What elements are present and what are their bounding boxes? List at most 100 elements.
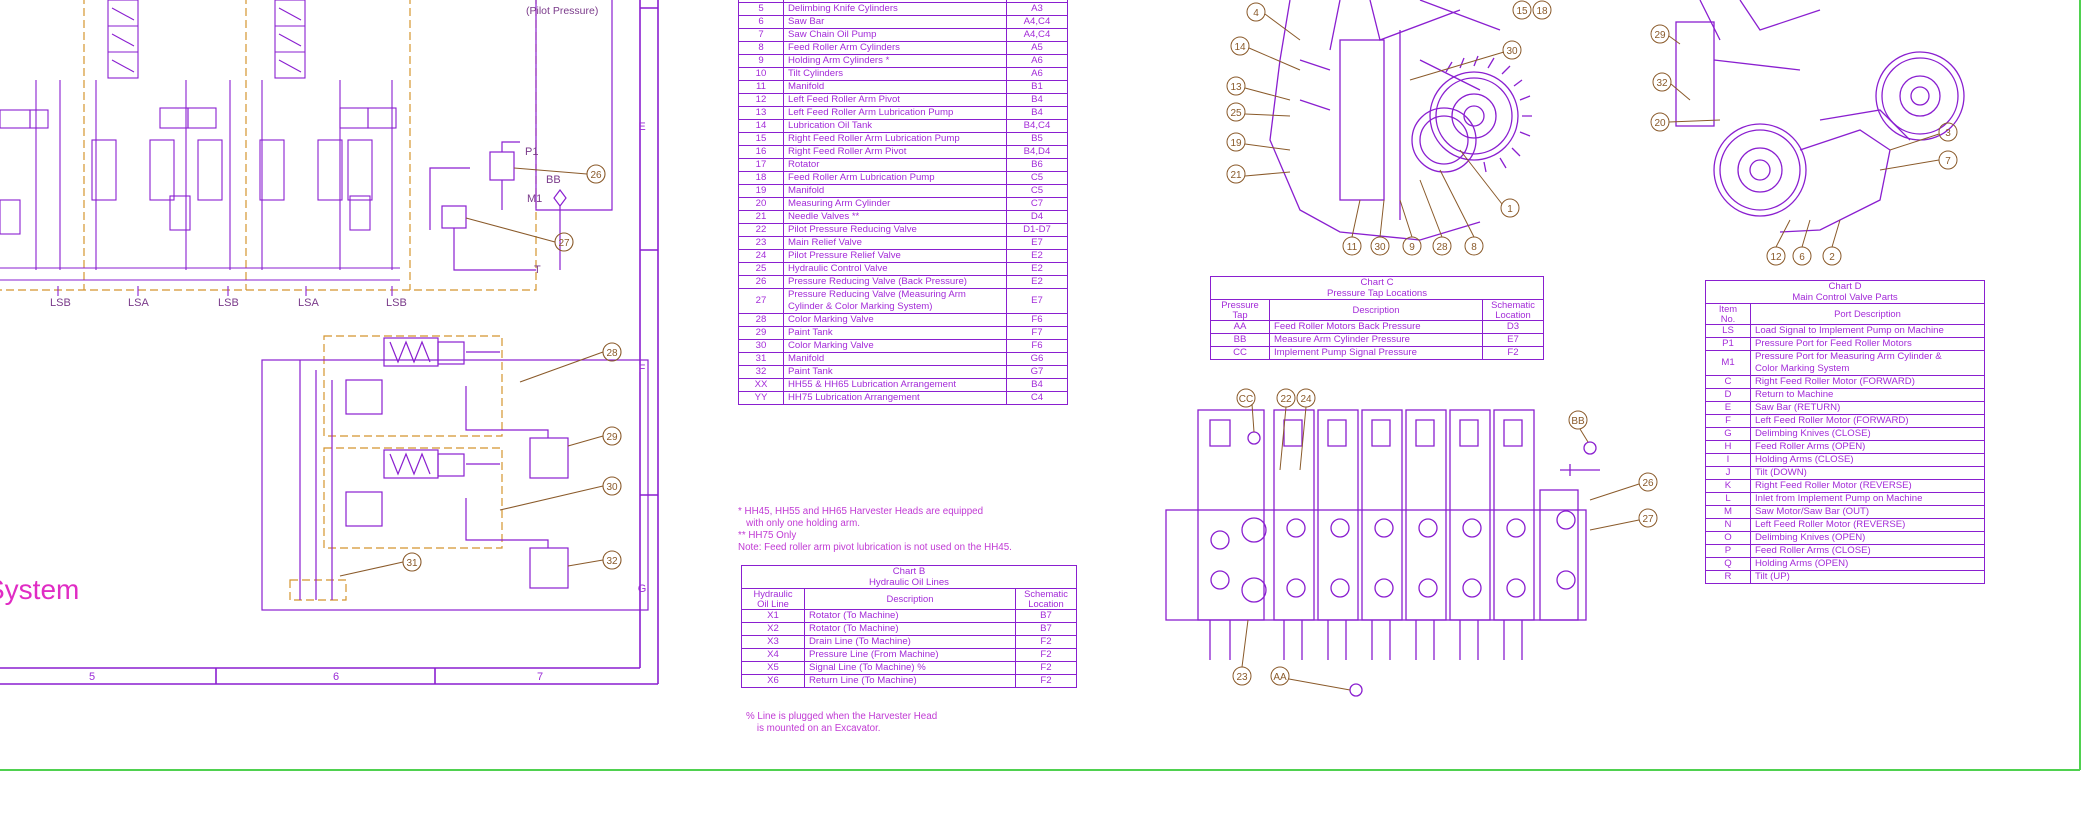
- grid-col-label: 6: [333, 671, 339, 683]
- chart-a-cell-desc: Paint Tank: [783, 326, 1007, 340]
- callout-number: 8: [1471, 242, 1477, 253]
- chart-a-cell-loc: E2: [1006, 249, 1068, 263]
- chart-a-cell-no: 23: [738, 236, 784, 250]
- chart-b-cell-loc: B7: [1015, 622, 1077, 636]
- chart-a-cell-loc: E2: [1006, 262, 1068, 276]
- chart-a-cell-no: 27: [738, 288, 784, 314]
- callout-number: 30: [1506, 46, 1518, 57]
- chart-a-cell-loc: B1: [1006, 80, 1068, 94]
- callout-label: 22: [1280, 394, 1292, 405]
- callout-number: 3: [1945, 128, 1951, 139]
- chart-a-cell-desc: Needle Valves **: [783, 210, 1007, 224]
- valve-spools: [0, 0, 400, 296]
- chart-d-cell-desc: Holding Arms (OPEN): [1750, 557, 1985, 571]
- callout-number: 30: [606, 482, 618, 493]
- chart-b-cell-no: X2: [741, 622, 805, 636]
- chart-a-cell-loc: B4: [1006, 106, 1068, 120]
- callout-number: 12: [1770, 252, 1782, 263]
- chart-c-cell-no: AA: [1210, 320, 1270, 334]
- chart-c-cell-desc: Feed Roller Motors Back Pressure: [1269, 320, 1483, 334]
- chart-a-cell-no: 25: [738, 262, 784, 276]
- chart-a-cell-no: 24: [738, 249, 784, 263]
- chart-b-header: Description: [804, 588, 1016, 610]
- chart-c-cell-no: CC: [1210, 346, 1270, 360]
- chart-d-cell-desc: Feed Roller Arms (OPEN): [1750, 440, 1985, 454]
- chart-d-cell-no: I: [1705, 453, 1751, 467]
- callout-number: 7: [1945, 156, 1951, 167]
- chart-a-cell-no: 21: [738, 210, 784, 224]
- valve-section-labels: LSB LSA LSB LSA LSB: [50, 297, 407, 309]
- chart-b-cell-no: X6: [741, 674, 805, 688]
- callout-number: 11: [1347, 242, 1358, 253]
- head-front-callout-numbers: 4 14 13 25 19 21 15 18 30 1 11 30 9 28 8: [1230, 6, 1548, 253]
- chart-a-cell-desc: Rotator: [783, 158, 1007, 172]
- chart-a-cell-no: 11: [738, 80, 784, 94]
- section-label: LSA: [128, 297, 149, 309]
- callout-number: 32: [1656, 78, 1668, 89]
- chart-d-cell-desc: Load Signal to Implement Pump on Machine: [1750, 324, 1985, 338]
- harvester-head-front-view: [1269, 0, 1532, 241]
- chart-d-header: Port Description: [1750, 303, 1985, 325]
- chart-a-cell-desc: Pressure Reducing Valve (Back Pressure): [783, 275, 1007, 289]
- chart-a-cell-loc: C7: [1006, 197, 1068, 211]
- chart-b-footnote: % Line is plugged when the Harvester Hea…: [746, 711, 938, 734]
- port-label: BB: [546, 174, 561, 186]
- chart-a-cell-desc: Feed Roller Arm Lubrication Pump: [783, 171, 1007, 185]
- chart-d-cell-no: L: [1705, 492, 1751, 506]
- grid-col-label: 5: [89, 671, 95, 683]
- chart-d-caption: Chart D: [1828, 281, 1862, 292]
- callout-label: AA: [1273, 672, 1287, 683]
- chart-d-cell-no: M: [1705, 505, 1751, 519]
- chart-c-cell-loc: F2: [1482, 346, 1544, 360]
- chart-a-cell-desc: Tilt Cylinders: [783, 67, 1007, 81]
- chart-a-cell-desc: Lubrication Oil Tank: [783, 119, 1007, 133]
- callout-number: 29: [606, 432, 618, 443]
- chart-d-cell-desc: Right Feed Roller Motor (FORWARD): [1750, 375, 1985, 389]
- chart-a-cell-no: 26: [738, 275, 784, 289]
- chart-a-cell-loc: C5: [1006, 171, 1068, 185]
- callout-number: 4: [1253, 8, 1259, 19]
- callout-number: 28: [606, 348, 618, 359]
- chart-d-cell-desc: Delimbing Knives (OPEN): [1750, 531, 1985, 545]
- chart-d-cell-no: F: [1705, 414, 1751, 428]
- callout-number: 18: [1536, 6, 1548, 17]
- callout-label: 23: [1236, 672, 1248, 683]
- chart-a-cell-no: 6: [738, 15, 784, 29]
- chart-d-cell-desc: Saw Bar (RETURN): [1750, 401, 1985, 415]
- chart-d-cell-no: K: [1705, 479, 1751, 493]
- chart-a-cell-desc: Delimbing Knife Cylinders: [783, 2, 1007, 16]
- callout-number: 28: [1436, 242, 1448, 253]
- chart-d-cell-no: O: [1705, 531, 1751, 545]
- chart-a-cell-loc: E2: [1006, 275, 1068, 289]
- chart-b-cell-desc: Rotator (To Machine): [804, 622, 1016, 636]
- chart-b-cell-no: X4: [741, 648, 805, 662]
- schematic-callouts: [339, 164, 622, 577]
- chart-a-cell-no: 10: [738, 67, 784, 81]
- schematic-callout-numbers: 26 27 28 29 30 31 32: [406, 170, 618, 569]
- chart-b-cell-loc: F2: [1015, 661, 1077, 675]
- chart-a-cell-desc: Color Marking Valve: [783, 339, 1007, 353]
- chart-c-caption: Chart C: [1360, 277, 1394, 288]
